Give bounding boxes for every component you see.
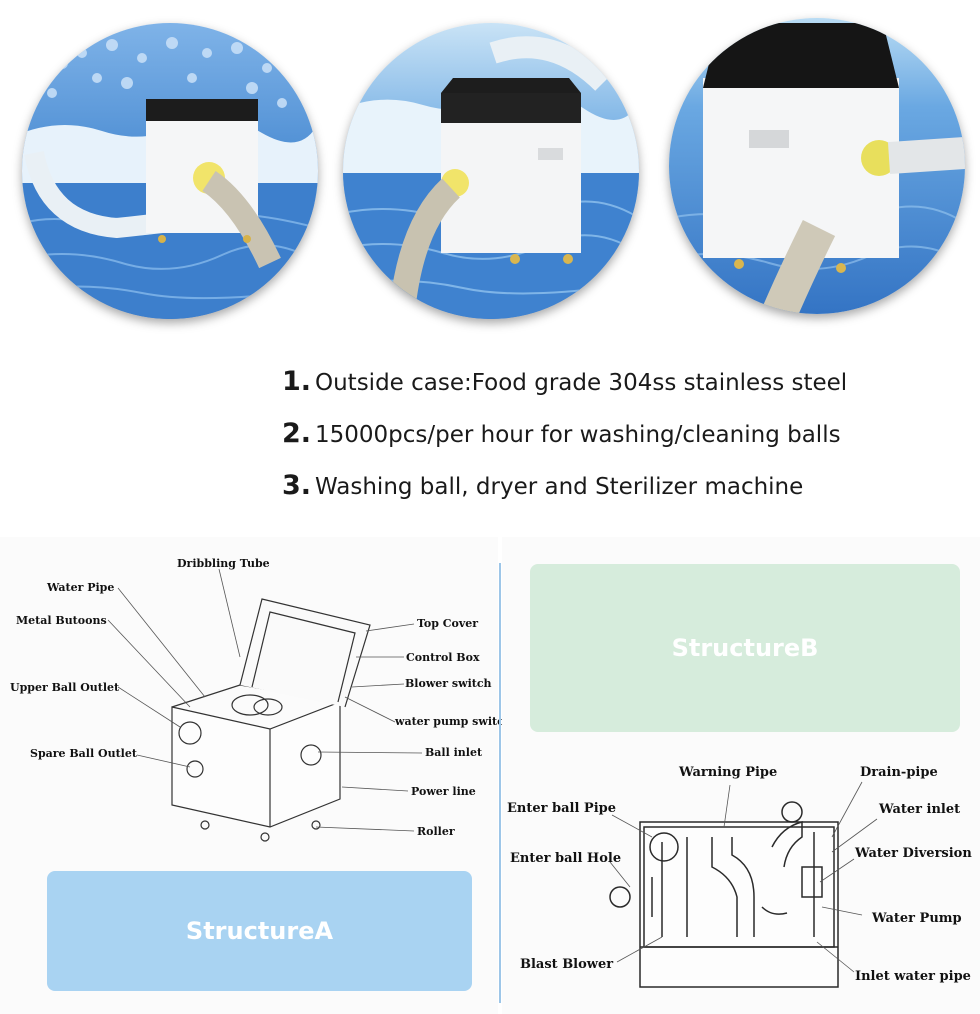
feature-number: 3.	[282, 470, 312, 501]
product-photos	[0, 0, 980, 330]
label-warning-pipe: Warning Pipe	[679, 765, 778, 780]
label-water-pump: Water Pump	[872, 911, 962, 926]
structure-b-panel: StructureB	[502, 537, 980, 1014]
feature-list: 1. Outside case:Food grade 304ss stainle…	[282, 366, 972, 522]
label-water-pipe: Water Pipe	[47, 581, 115, 594]
label-upper-ball-outlet: Upper Ball Outlet	[10, 681, 120, 694]
panel-divider	[499, 563, 501, 1003]
feature-item: 3. Washing ball, dryer and Sterilizer ma…	[282, 470, 972, 522]
machine-photo-1	[22, 23, 318, 319]
machine-photo-3	[669, 18, 965, 314]
structure-b-drawing	[609, 781, 878, 988]
label-water-inlet: Water inlet	[879, 802, 961, 817]
machine-photo-2	[343, 23, 639, 319]
label-inlet-water-pipe: Inlet water pipe	[855, 969, 971, 984]
label-dribbling-tube: Dribbling Tube	[177, 557, 270, 570]
feature-number: 1.	[282, 366, 312, 397]
label-enter-ball-hole: Enter ball Hole	[510, 851, 622, 866]
label-blower-switch: Blower switch	[405, 677, 492, 690]
structure-a-banner: StructureA	[47, 871, 472, 991]
label-roller: Roller	[417, 825, 455, 838]
feature-item: 1. Outside case:Food grade 304ss stainle…	[282, 366, 972, 418]
label-water-pump-switch: water pump switch	[395, 715, 512, 728]
structure-a-panel: Dribbling Tube Water Pipe Metal Butoons …	[0, 537, 512, 1014]
feature-text: Washing ball, dryer and Sterilizer machi…	[315, 474, 804, 500]
feature-text: Outside case:Food grade 304ss stainless …	[315, 370, 848, 396]
label-metal-buttons: Metal Butoons	[16, 614, 107, 627]
label-control-box: Control Box	[406, 651, 480, 664]
feature-text: 15000pcs/per hour for washing/cleaning b…	[315, 422, 841, 448]
label-blast-blower: Blast Blower	[520, 957, 614, 972]
structure-a-drawing	[107, 568, 423, 842]
label-water-diversion: Water Diversion	[855, 846, 972, 861]
label-drain-pipe: Drain-pipe	[860, 765, 938, 780]
feature-item: 2. 15000pcs/per hour for washing/cleanin…	[282, 418, 972, 470]
label-spare-ball-outlet: Spare Ball Outlet	[30, 747, 137, 760]
structure-b-banner: StructureB	[530, 564, 960, 732]
label-enter-ball-pipe: Enter ball Pipe	[507, 801, 617, 816]
label-top-cover: Top Cover	[417, 617, 479, 630]
feature-number: 2.	[282, 418, 312, 449]
label-power-line: Power line	[411, 785, 476, 798]
label-ball-inlet: Ball inlet	[425, 746, 483, 759]
